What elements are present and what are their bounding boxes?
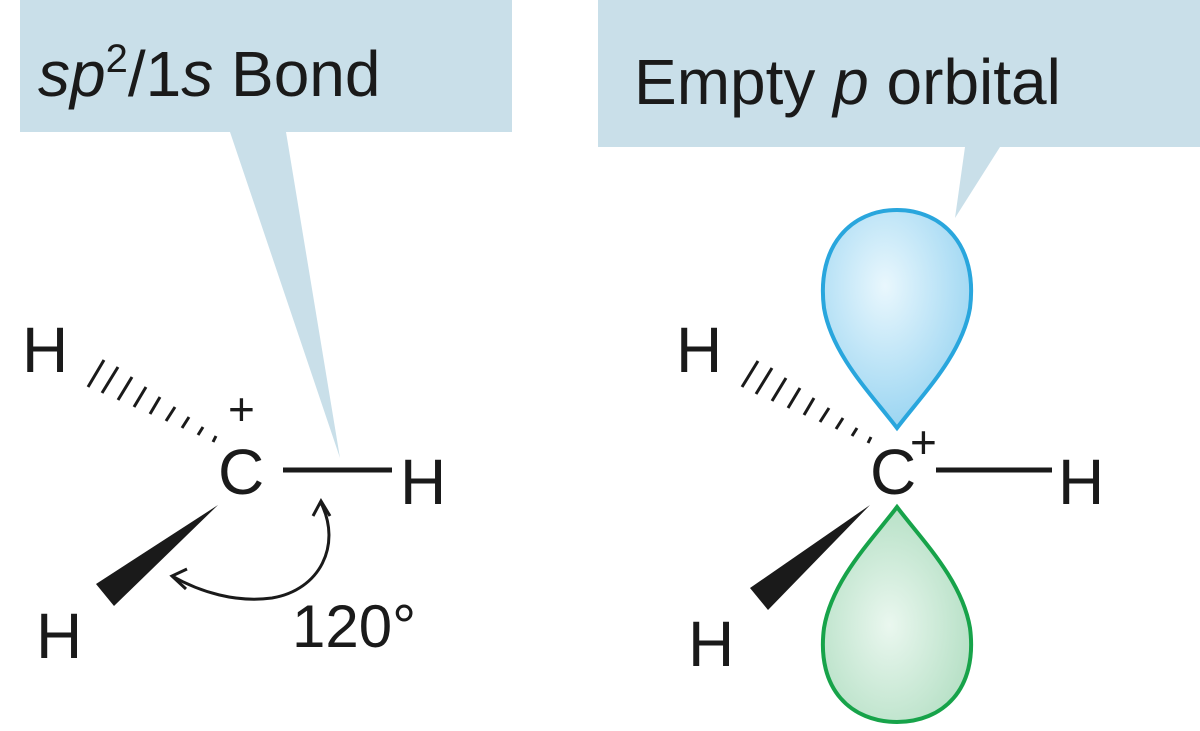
callout-empty-p-orbital: Empty p orbital (598, 0, 1200, 218)
hashed-bond-left (86, 359, 218, 443)
callout-sp2-1s-bond: sp2/1s Bond (20, 0, 512, 458)
right-carbocation: H C + H H (676, 207, 1104, 725)
left-h-right: H (400, 446, 446, 518)
right-h-bottom: H (688, 608, 734, 680)
left-h-bottom: H (36, 600, 82, 672)
right-carbon: C (870, 436, 916, 508)
hashed-bond-right (740, 360, 873, 444)
arrowhead-top (311, 497, 332, 517)
left-carbocation: H + C H H 120° (22, 314, 446, 672)
right-h-right: H (1058, 446, 1104, 518)
p-orbital-lobe-top (820, 207, 974, 432)
right-charge: + (910, 416, 937, 468)
wedge-bond-right (750, 505, 870, 610)
right-h-top: H (676, 314, 722, 386)
callout-box-left (20, 0, 512, 458)
left-charge: + (228, 383, 255, 435)
callout-label-left: sp2/1s Bond (38, 37, 380, 110)
wedge-bond-left (96, 505, 218, 606)
left-carbon: C (218, 436, 264, 508)
callout-label-right: Empty p orbital (634, 46, 1061, 118)
angle-arc-120 (171, 502, 331, 601)
p-orbital-lobe-bottom (820, 503, 974, 725)
angle-label-120: 120° (292, 593, 416, 660)
left-h-top: H (22, 314, 68, 386)
arrowhead-left (169, 567, 188, 591)
callout-box-right (598, 0, 1200, 218)
